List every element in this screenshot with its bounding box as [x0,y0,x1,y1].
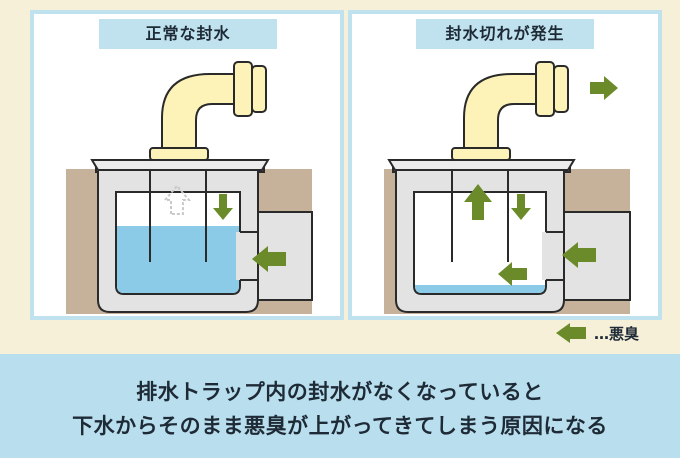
legend-arrow-icon [552,323,590,343]
left-pipe-ring-2 [251,65,267,113]
legend: …悪臭 [552,319,639,347]
left-pipe-collar [149,147,209,161]
legend-label: …悪臭 [594,324,640,343]
left-pipe-ring-1 [233,61,253,117]
left-panel [30,10,344,320]
left-panel-title: 正常な封水 [99,19,277,49]
right-pipe-ring-1 [535,61,555,117]
right-odor-exit-arrow [590,76,618,100]
left-odor-arrow-pipe [252,246,286,272]
right-odor-arrow-trap [498,262,527,286]
caption-line-1: 排水トラップ内の封水がなくなっていると [136,380,544,404]
right-panel-title: 封水切れが発生 [416,19,594,49]
right-pipe-ring-2 [553,65,569,113]
caption-band: 排水トラップ内の封水がなくなっていると 下水からそのまま悪臭が上がってきてしまう… [0,354,680,458]
right-water-down-arrow [511,194,531,220]
caption-line-2: 下水からそのまま悪臭が上がってきてしまう原因になる [72,414,608,438]
right-odor-arrow-pipe [562,242,596,268]
left-drain-opening [236,232,246,280]
left-blocked-odor-arrow [162,184,192,215]
right-panel [348,10,662,320]
right-pipe-collar [451,147,511,161]
left-water-down-arrow [213,194,233,220]
right-odor-up-arrow [464,184,492,220]
left-trap-lid [90,159,270,171]
right-seal-water [415,285,545,293]
left-seal-water [117,226,239,293]
right-trap-lid [387,159,576,171]
right-drain-opening [542,232,552,280]
